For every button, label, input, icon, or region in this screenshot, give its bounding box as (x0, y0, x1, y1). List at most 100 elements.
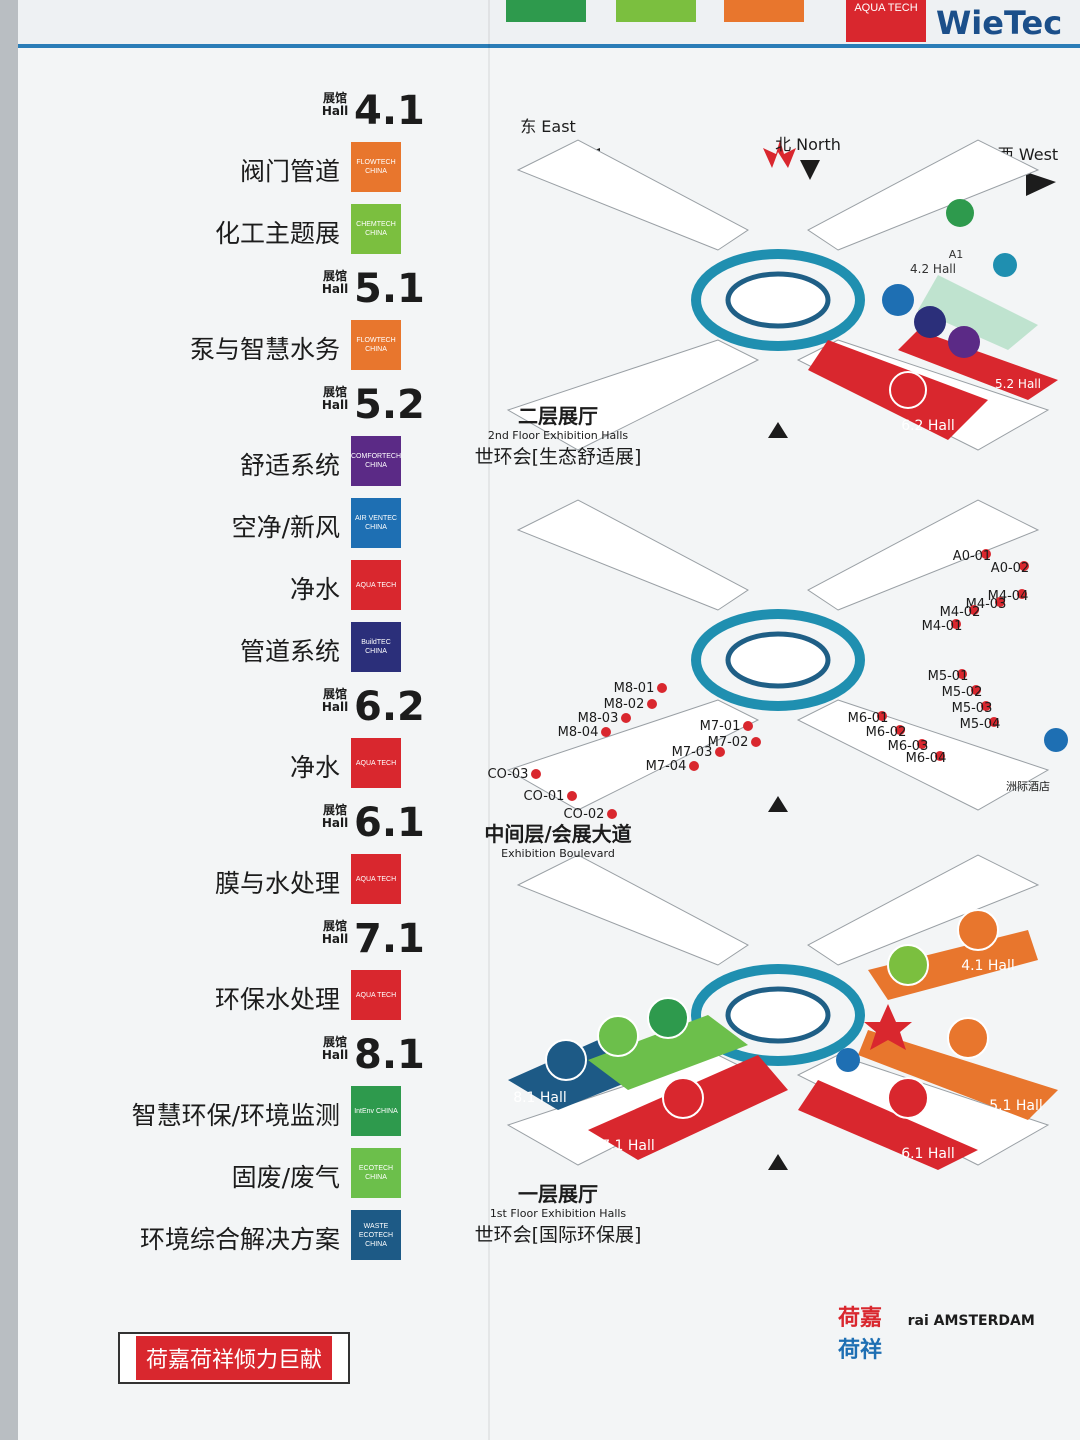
booth-dot (981, 701, 991, 711)
intenv-marker-icon (647, 997, 689, 1039)
booth-label-m7-04: M7-04 (646, 759, 687, 774)
hall-label-en: Hall (321, 932, 349, 946)
hall-label-cn: 展馆 (322, 1035, 347, 1049)
booth-label-co-02: CO-02 (564, 807, 605, 822)
booth-dot (995, 597, 1005, 607)
exhibition-logo: BuildTEC CHINA (351, 622, 401, 672)
booth-dot (689, 761, 699, 771)
booth-label-m8-03: M8-03 (578, 711, 619, 726)
floor1-wing-nw (516, 854, 749, 966)
exhibition-logo: COMFORTECH CHINA (351, 436, 401, 486)
floor1-caption: 一层展厅 1st Floor Exhibition Halls 世环会[国际环保… (258, 1178, 858, 1247)
hall-label-en: Hall (321, 104, 349, 118)
floor2-wing-sw (506, 339, 760, 451)
floor2-title-en: 2nd Floor Exhibition Halls (487, 429, 629, 442)
booth-label-m5-02: M5-02 (942, 685, 983, 700)
booth-label-m8-04: M8-04 (558, 725, 599, 740)
booth-dot (917, 739, 927, 749)
exhibition-description: 阀门管道 (239, 157, 340, 186)
booth-dot (715, 747, 725, 757)
sponsor-banner: 荷嘉荷祥倾力巨献 (118, 1332, 350, 1384)
ecotech-marker-icon (597, 1015, 639, 1057)
sponsor-logos: 荷嘉 rai AMSTERDAM 荷祥 (838, 1300, 1080, 1364)
floor2-title-cn: 二层展厅 (518, 404, 598, 428)
buildtec-marker-icon (914, 306, 946, 338)
exhibition-logo: AQUA TECH (351, 854, 401, 904)
booth-label-m8-01: M8-01 (614, 681, 655, 696)
background-wall (0, 0, 18, 1440)
hall-label-cn: 展馆 (322, 919, 347, 933)
exhibition-logo: FLOWTECH CHINA (351, 320, 401, 370)
header-swatch-1 (506, 0, 586, 22)
hall-number: 8.1 (354, 1032, 425, 1078)
hall-4-1-label: 4.1 Hall (961, 958, 1015, 974)
floor2-caption: 二层展厅 2nd Floor Exhibition Halls 世环会[生态舒适… (258, 400, 858, 469)
exhibition-description: 泵与智慧水务 (189, 335, 340, 364)
sponsor-hejia: 荷嘉 (838, 1306, 883, 1331)
compass-east: 东 East (520, 117, 576, 136)
floor2-ring-inner (725, 271, 831, 329)
hall-label-cn: 展馆 (322, 687, 347, 701)
chemtech-pin-icon (946, 199, 974, 227)
booth-dot (751, 737, 761, 747)
mid-ring-inner (725, 631, 831, 689)
ecotech-waste-marker-icon (545, 1039, 587, 1081)
hall-label-cn: 展馆 (322, 269, 347, 283)
floor1-entry-arrow-icon (768, 1154, 788, 1170)
booth-label-m6-04: M6-04 (906, 751, 947, 766)
hall-7-1-label: 7.1 Hall (601, 1138, 655, 1154)
hall-number: 4.1 (354, 88, 425, 134)
booth-dot (743, 721, 753, 731)
booth-dot (1019, 561, 1029, 571)
mid-ring-outer (691, 609, 865, 711)
floor2-ring-outer (691, 249, 865, 351)
flowtech-marker-icon (957, 909, 999, 951)
mid-wing-nw (516, 499, 749, 611)
floor1-subtitle: 世环会[国际环保展] (474, 1224, 642, 1246)
hall-label-en: Hall (321, 1048, 349, 1062)
hall-label-cn: 展馆 (322, 385, 347, 399)
aquatech-marker-icon (889, 371, 927, 409)
hall-5-1-area (858, 1030, 1058, 1120)
booth-label-co-01: CO-01 (524, 789, 565, 804)
floor2-entry-arrow-icon (768, 422, 788, 438)
booth-label-m5-04: M5-04 (960, 717, 1001, 732)
north-arrow-icon (800, 160, 820, 180)
hall-6-2-label: 6.2 Hall (901, 418, 955, 434)
floor1-title-en: 1st Floor Exhibition Halls (489, 1207, 627, 1220)
floor2-wing-ne (807, 139, 1040, 251)
sponsor-hexiang: 荷祥 (838, 1338, 883, 1363)
booth-label-m4-02: M4-02 (940, 605, 981, 620)
hall-number: 7.1 (354, 916, 425, 962)
comfortech-marker-icon (948, 326, 980, 358)
exhibition-description: 环境综合解决方案 (139, 1225, 340, 1254)
hall-6-1-area (798, 1080, 978, 1170)
exhibition-logo: AQUA TECH (351, 560, 401, 610)
booth-dot (957, 669, 967, 679)
hall-8-1-eco-area (588, 1015, 748, 1090)
booth-dot (877, 711, 887, 721)
exhibition-description: 净水 (289, 575, 340, 604)
hall-8-1-label: 8.1 Hall (513, 1090, 567, 1106)
flowtech-marker-icon (947, 1017, 989, 1059)
booth-label-a0-01: A0-01 (953, 549, 991, 564)
west-arrow-icon (1026, 172, 1056, 196)
exhibition-description: 舒适系统 (239, 451, 340, 480)
hall-label-cn: 展馆 (322, 803, 347, 817)
floor2-wing-nw (516, 139, 749, 251)
hotel-pin-icon (1044, 728, 1068, 752)
booth-dot (969, 605, 979, 615)
booth-label-m8-02: M8-02 (604, 697, 645, 712)
hall-6-1-label: 6.1 Hall (901, 1146, 955, 1162)
hall-number: 5.2 (354, 382, 425, 428)
north-star-icon (763, 140, 796, 168)
exhibition-logo: FLOWTECH CHINA (351, 142, 401, 192)
